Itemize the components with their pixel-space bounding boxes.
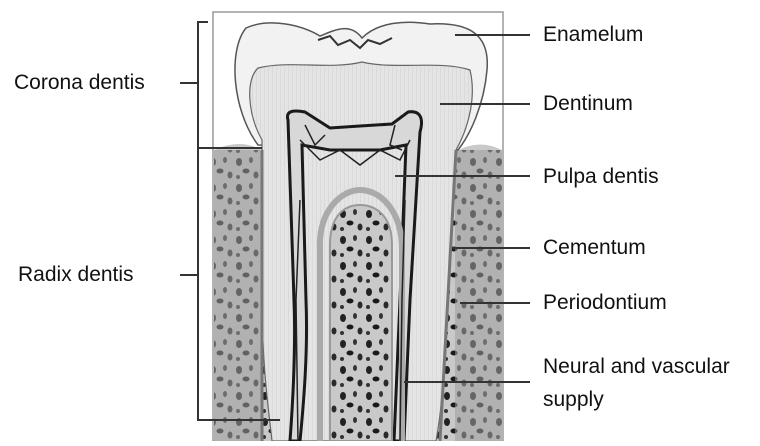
neural-vascular-label: Neural and vascular supply: [543, 350, 760, 416]
root-label: Radix dentis: [18, 262, 134, 287]
cementum-label: Cementum: [543, 235, 646, 260]
periodontium-label: Periodontium: [543, 290, 667, 315]
interradicular-bone: [330, 205, 392, 441]
crown-label: Corona dentis: [14, 70, 145, 95]
pulp-label: Pulpa dentis: [543, 164, 659, 189]
gingiva: [214, 144, 262, 441]
enamel-label: Enamelum: [543, 22, 643, 47]
dentin-label: Dentinum: [543, 91, 633, 116]
